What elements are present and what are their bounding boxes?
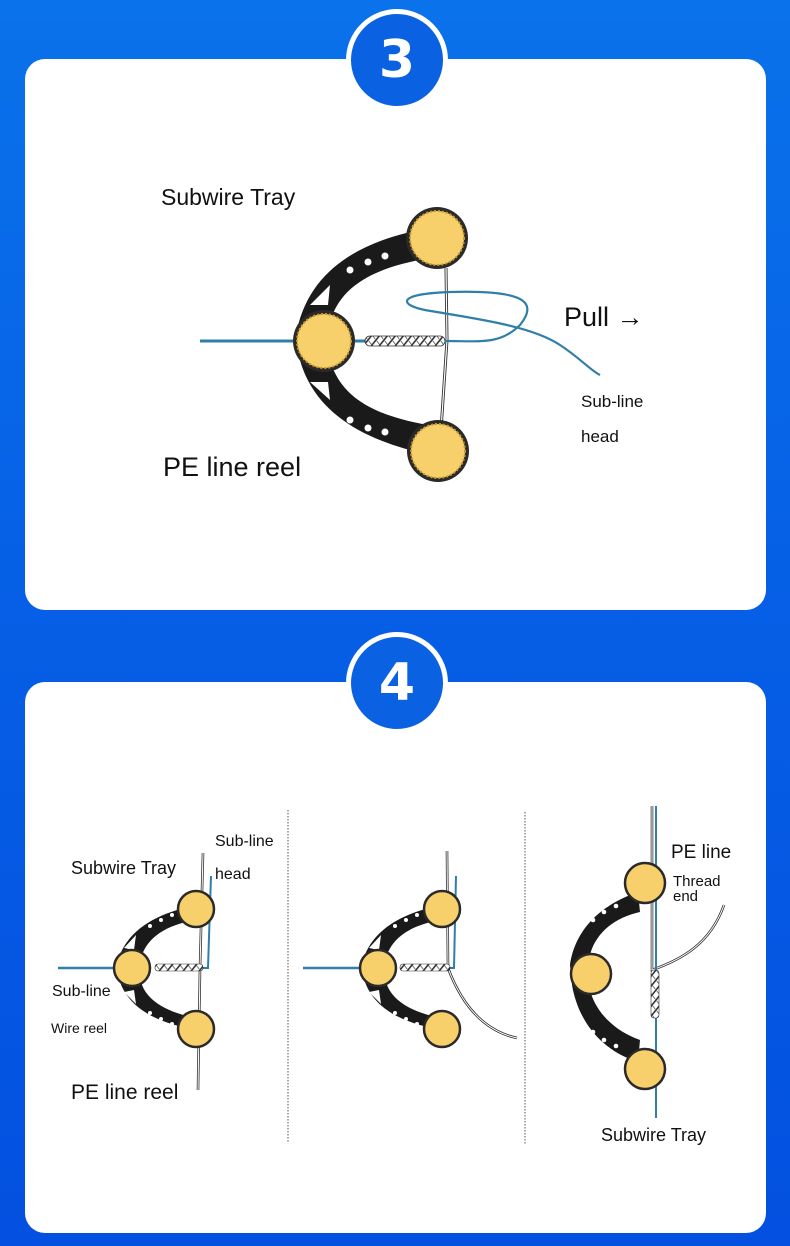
twisted-knot [364, 335, 446, 347]
step-4-panel-1-diagram [58, 852, 216, 1091]
label-pull: Pull → [564, 302, 644, 332]
reel-middle [293, 310, 355, 372]
reel-bottom [176, 1009, 216, 1049]
pe-line [446, 850, 518, 1039]
step-4-panel-3-diagram [569, 806, 726, 1118]
label-pe-line-reel: PE line reel [163, 452, 302, 482]
reel-bottom [407, 420, 469, 482]
step-4-badge: 4 [346, 632, 448, 734]
reel-top [406, 207, 468, 269]
label-end: end [673, 888, 699, 905]
label-subwire-tray: Subwire Tray [71, 858, 177, 878]
twisted-knot [399, 963, 451, 972]
label-wire-reel: Wire reel [51, 1020, 108, 1036]
step-3-card [25, 59, 766, 610]
label-head: head [215, 866, 251, 883]
twisted-knot [154, 963, 204, 972]
reel-middle [569, 952, 613, 996]
step-4-card [25, 682, 766, 1233]
tray-holes [310, 252, 389, 436]
label-sub-line: Sub-line [581, 392, 644, 411]
label-subwire-tray: Subwire Tray [161, 184, 296, 210]
step-4-panel-2-diagram [303, 850, 518, 1049]
step-3-badge: 3 [346, 9, 448, 111]
label-subwire-tray: Subwire Tray [601, 1125, 707, 1145]
reel-top [422, 889, 462, 929]
reel-bottom [422, 1009, 462, 1049]
label-sub-line-head: Sub-line [215, 833, 274, 850]
reel-middle [358, 948, 398, 988]
label-pe-line: PE line [671, 842, 732, 863]
reel-top [176, 889, 216, 929]
tray-body [363, 905, 443, 1030]
step-3-diagram [200, 207, 601, 482]
pe-line [651, 806, 725, 971]
reel-middle [112, 948, 152, 988]
label-pe-line-reel: PE line reel [71, 1081, 179, 1104]
twisted-knot [650, 969, 660, 1019]
label-sub-line: Sub-line [52, 983, 111, 1000]
sub-line-loop [406, 290, 601, 376]
label-thread: Thread [673, 873, 721, 890]
tray-body [297, 228, 430, 455]
tray-body [118, 905, 198, 1030]
reel-top [623, 861, 667, 905]
tray-body [570, 892, 640, 1062]
reel-bottom [623, 1047, 667, 1091]
label-head: head [581, 427, 619, 446]
